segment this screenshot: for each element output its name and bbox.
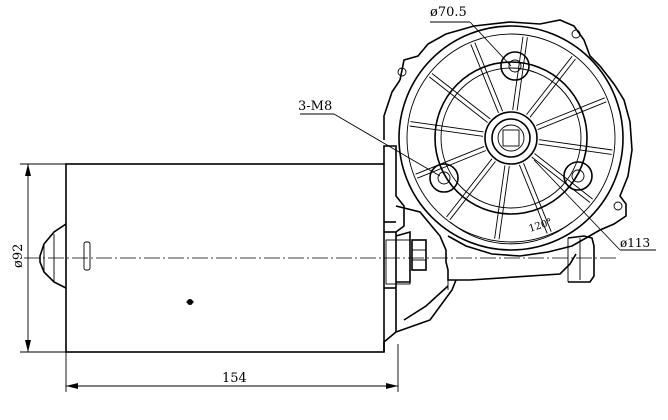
mounting-boss-top (500, 51, 530, 81)
dimension-length-154: 154 (65, 344, 399, 392)
adapter-flange (383, 145, 577, 352)
gearbox-rib (537, 101, 607, 131)
gearbox-rib (535, 97, 605, 126)
gearbox-rib (494, 165, 506, 239)
outer-diameter-label: ø113 (620, 236, 650, 250)
gearbox-rib (512, 36, 524, 111)
gearbox-rib (409, 125, 484, 137)
gearbox-rib (523, 162, 552, 232)
gearbox-housing (383, 19, 633, 257)
angle-annotation: 120° (449, 217, 573, 245)
gearbox-rib (410, 121, 484, 133)
mounting-holes-label: 3-M8 (298, 99, 332, 114)
gearbox-rib (415, 145, 485, 175)
gearbox-rib (498, 165, 510, 240)
gearbox-rib (534, 153, 593, 200)
gearbox-rib (518, 164, 548, 234)
mounting-boss-right (563, 161, 593, 191)
gearbox-rib (446, 158, 493, 218)
motor-diameter-label: ø92 (11, 244, 26, 268)
gearbox-rib (417, 150, 487, 179)
gearbox-ribs (409, 36, 613, 240)
gearbox-rib (429, 76, 488, 123)
gearbox-rib (474, 42, 504, 112)
gearbox-rib (470, 44, 499, 114)
mounting-boss-left (429, 163, 459, 193)
leader-mounting-holes: 3-M8 (298, 99, 441, 177)
leader-diameter-113: ø113 (533, 159, 656, 251)
gearbox-rib (538, 143, 612, 155)
dimension-diameter-92: ø92 (11, 163, 66, 353)
gearbox-rib (516, 37, 528, 111)
gearbox-rib (526, 56, 573, 115)
angle-label: 120° (528, 217, 554, 235)
gear-flange-diameter-label: ø70.5 (430, 5, 467, 20)
output-shaft (567, 235, 595, 283)
motor-length-label: 154 (222, 371, 247, 386)
gearbox-rib (531, 156, 591, 203)
gearbox-rib (538, 139, 613, 151)
gearbox-rib (431, 73, 491, 120)
leader-diameter-70-5: ø70.5 (430, 5, 512, 67)
gearbox-rib (449, 161, 496, 220)
gearbox-rib (529, 58, 576, 118)
